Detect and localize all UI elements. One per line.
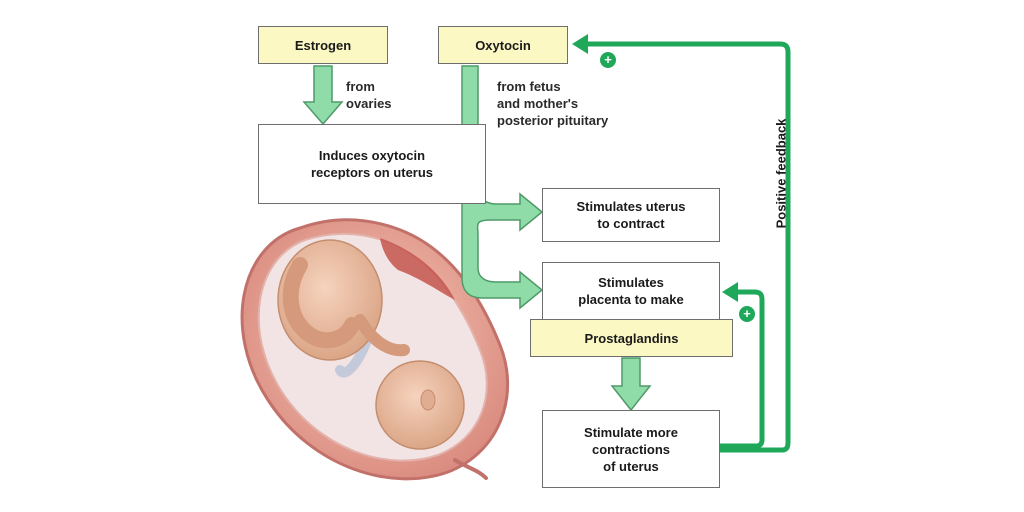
inner-feedback-arrowhead <box>722 282 738 302</box>
estrogen-box: Estrogen <box>258 26 388 64</box>
prostaglandins-down-arrow <box>610 357 652 412</box>
oxytocin-box: Oxytocin <box>438 26 568 64</box>
estrogen-down-arrow <box>302 65 344 126</box>
stimulate-more-contractions-box: Stimulate more contractions of uterus <box>542 410 720 488</box>
outer-feedback-arrowhead <box>572 34 588 54</box>
positive-feedback-label: Positive feedback <box>773 118 789 229</box>
inner-feedback-loop <box>720 289 765 449</box>
from-fetus-note: from fetus and mother's posterior pituit… <box>497 79 609 128</box>
from-ovaries-note: from ovaries <box>346 79 392 111</box>
prostaglandins-box: Prostaglandins <box>530 319 733 357</box>
induces-receptors-box: Induces oxytocin receptors on uterus <box>258 124 486 204</box>
outer-feedback-loop <box>585 41 791 453</box>
stimulates-placenta-box: Stimulates placenta to make <box>542 262 720 320</box>
plus-icon: + <box>739 306 755 322</box>
stimulates-uterus-box: Stimulates uterus to contract <box>542 188 720 242</box>
plus-icon: + <box>600 52 616 68</box>
